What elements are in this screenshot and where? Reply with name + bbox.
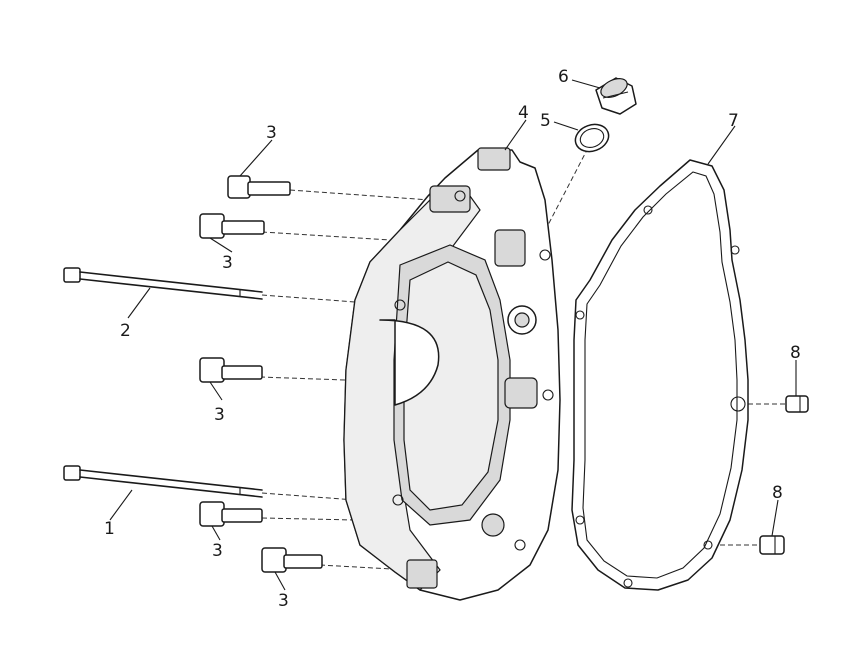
callout-5: 5: [540, 111, 551, 131]
flange-bolt-part-3-c: [199, 357, 263, 383]
callout-8-upper: 8: [790, 343, 801, 363]
gasket-part-7: [571, 159, 749, 591]
callout-8-lower: 8: [772, 483, 783, 503]
callout-7: 7: [728, 111, 739, 131]
callout-3-e: 3: [278, 591, 289, 611]
callout-3-c: 3: [214, 405, 225, 425]
flange-bolt-part-3-e: [261, 547, 323, 573]
callout-labels: 1 2 3 3 3 3 3 4 5 6 7 8 8: [104, 67, 801, 611]
dowel-pin-part-8-upper: [785, 395, 809, 413]
callout-1: 1: [104, 519, 115, 539]
flange-bolt-part-3-a: [227, 175, 291, 199]
cover-part-4: [343, 147, 561, 601]
callout-3-d: 3: [212, 541, 223, 561]
dowel-pin-part-8-lower: [759, 535, 785, 555]
leader-lines: [109, 79, 797, 591]
flange-bolt-part-3-b: [199, 213, 265, 239]
flange-bolt-part-3-d: [199, 501, 263, 527]
callout-6: 6: [558, 67, 569, 87]
long-bolt-part-1: [63, 465, 263, 498]
callout-2: 2: [120, 321, 131, 341]
callout-4: 4: [518, 103, 529, 123]
long-bolt-part-2: [63, 267, 263, 300]
callout-3-a: 3: [266, 123, 277, 143]
o-ring-part-5: [574, 123, 610, 153]
callout-3-b: 3: [222, 253, 233, 273]
cap-part-6: [595, 77, 637, 115]
